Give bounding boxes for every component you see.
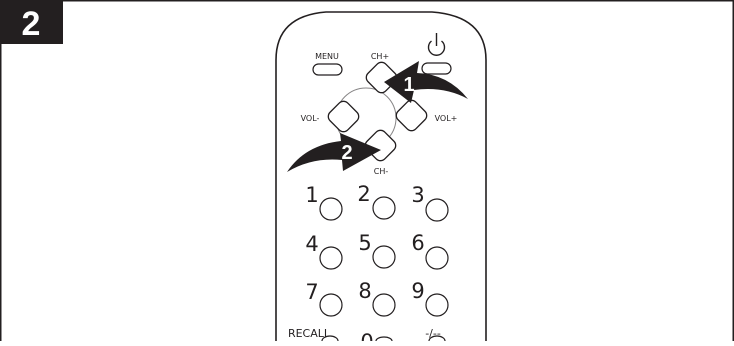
dash-button[interactable] [428,335,446,342]
arrow-2-shape [287,133,381,172]
vol-up-label: VOL+ [435,114,458,123]
power-icon [427,33,446,56]
key-4-label: 4 [305,232,318,256]
vol-up-button[interactable] [394,98,429,133]
key-2-label: 2 [357,182,370,206]
arrow-1: 1 [384,61,468,103]
arrow-1-shape [384,61,468,103]
key-6-label: 6 [411,231,424,255]
arrow-2: 2 [287,133,381,172]
menu-button[interactable] [312,63,343,76]
key-9-button[interactable] [425,293,449,317]
ch-up-label: CH+ [371,52,389,61]
key-4-button[interactable] [319,246,343,270]
key-1-button[interactable] [319,197,343,221]
step-badge: 2 [0,0,63,44]
power-button[interactable] [421,62,452,75]
key-5-button[interactable] [372,245,396,269]
recall-button[interactable] [321,335,339,342]
key-7-label: 7 [305,280,318,304]
vol-down-label: VOL- [301,114,320,123]
key-9-label: 9 [411,279,424,303]
keypad: 1 2 3 4 5 6 7 8 9 RECALL 0 -/-- [288,182,449,346]
arrow-1-label: 1 [403,74,414,96]
key-3-label: 3 [411,183,424,207]
key-0-button[interactable] [375,336,393,342]
step-badge-box [0,0,63,44]
key-8-button[interactable] [372,293,396,317]
arrow-2-label: 2 [341,142,352,164]
key-5-label: 5 [358,231,371,255]
key-0-label: 0 [360,330,373,341]
key-8-label: 8 [358,279,371,303]
key-6-button[interactable] [425,246,449,270]
step-number: 2 [22,5,41,43]
key-2-button[interactable] [372,196,396,220]
key-1-label: 1 [305,183,318,207]
recall-label: RECALL [288,327,331,340]
ch-down-label: CH- [374,167,389,176]
vol-down-button[interactable] [326,99,361,134]
key-3-button[interactable] [425,198,449,222]
key-7-button[interactable] [319,293,343,317]
menu-label: MENU [315,52,339,61]
